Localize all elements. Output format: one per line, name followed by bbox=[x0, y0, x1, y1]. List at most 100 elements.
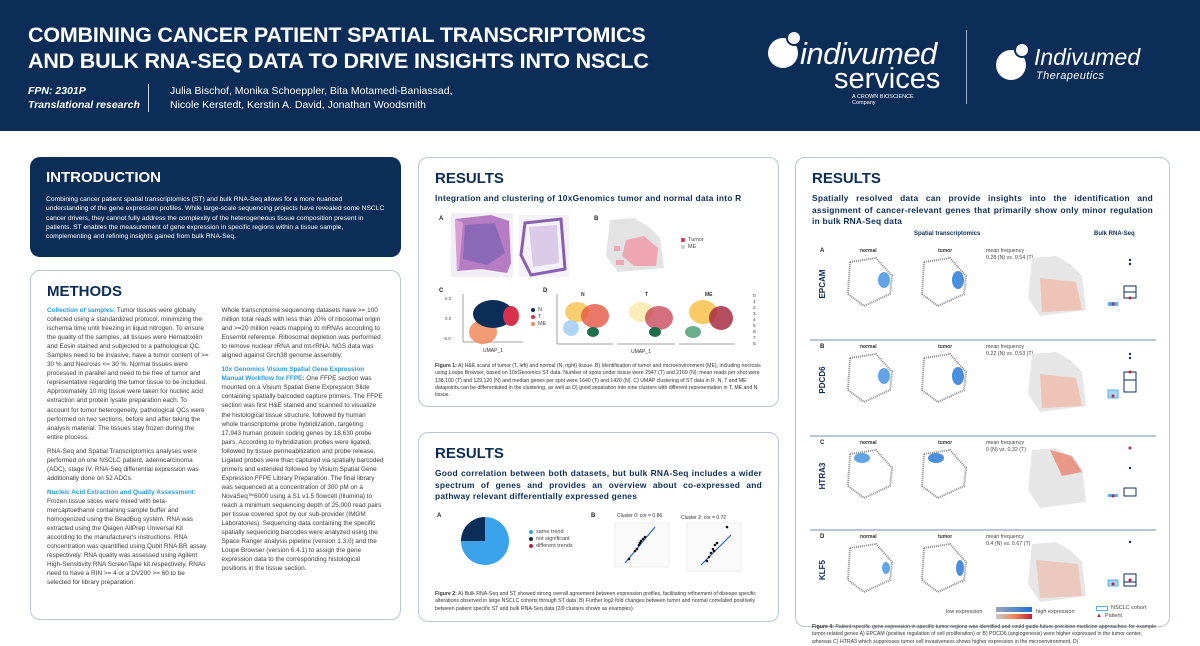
he-scan-normal-image bbox=[519, 215, 569, 277]
category-label: Translational research bbox=[28, 99, 140, 111]
umap-normal-plot bbox=[846, 448, 894, 500]
logo-word-services: services bbox=[834, 63, 941, 95]
boxplot-tpm bbox=[1107, 540, 1137, 587]
poster-title: COMBINING CANCER PATIENT SPATIAL TRANSCR… bbox=[28, 22, 649, 74]
authors: Julia Bischof, Monika Schoeppler, Bita M… bbox=[170, 84, 452, 112]
tissue-tumor-me-map-image bbox=[606, 218, 664, 272]
panel-label: A bbox=[820, 248, 825, 254]
svg-text:ME: ME bbox=[705, 292, 713, 298]
svg-text:5.0: 5.0 bbox=[445, 296, 452, 301]
mini-title-tumor: tumor bbox=[938, 248, 953, 254]
column-header-spatial: Spatial transcriptomics bbox=[914, 231, 981, 237]
caption-text: A) H&E scans of tumor (T, left) and norm… bbox=[435, 363, 761, 399]
umap-tumor-plot bbox=[920, 352, 968, 404]
mf-value: 0.28 (N) vs. 0.54 (T) bbox=[986, 255, 1034, 261]
umap-normal-plot bbox=[846, 352, 894, 404]
row-divider bbox=[810, 435, 1156, 437]
legend-label: same trend bbox=[536, 528, 564, 535]
row-divider bbox=[810, 529, 1156, 531]
mf-label: mean frequency bbox=[986, 534, 1024, 540]
pie-chart bbox=[461, 517, 509, 565]
mini-title-normal: normal bbox=[860, 344, 877, 350]
legend-label: T bbox=[538, 313, 542, 320]
legend-item-t: T bbox=[531, 313, 546, 320]
authors-line-2: Nicole Kerstedt, Kerstin A. David, Jonat… bbox=[170, 99, 427, 111]
methods-column-2: Whole transcriptome sequencing datasets … bbox=[222, 306, 385, 592]
panel-label-a: A bbox=[437, 513, 442, 519]
caption-label: Figure 4: bbox=[812, 624, 834, 630]
umap-c-legend: N T ME bbox=[531, 306, 546, 327]
legend-label: ME bbox=[688, 243, 697, 250]
paragraph-text: Whole transcriptome sequencing datasets … bbox=[221, 307, 381, 360]
logo-tagline: A CROWN BIOSCIENCE Company bbox=[852, 94, 914, 106]
poster-meta: FPN: 2301P Translational research bbox=[28, 84, 140, 112]
legend-low-expression: low expression bbox=[946, 609, 983, 615]
umap-c-plot: 5.0 0.0 -5.0 UMAP_1 bbox=[443, 294, 523, 354]
caption-label: Figure 1: bbox=[435, 363, 457, 369]
mini-title-tumor: tumor bbox=[938, 344, 953, 350]
pie-legend: same trend not significant different tre… bbox=[529, 528, 573, 549]
umap-d-cluster-legend: 0 1 2 3 4 5 6 7 8 bbox=[753, 294, 756, 348]
legend-item-me: ME bbox=[681, 243, 704, 250]
cohort-box-icon bbox=[1096, 605, 1108, 611]
panel-label-d: D bbox=[543, 288, 548, 294]
logo-word-indivumed: indivumed bbox=[800, 36, 937, 71]
introduction-panel: INTRODUCTION Combining cancer patient sp… bbox=[30, 157, 401, 257]
legend-patient: ▲Patient bbox=[1096, 613, 1122, 619]
mf-label: mean frequency bbox=[986, 440, 1024, 446]
title-line-2: AND BULK RNA-SEQ DATA TO DRIVE INSIGHTS … bbox=[28, 49, 649, 73]
different-trends-dot-icon bbox=[529, 543, 533, 548]
mf-value: 0.22 (N) vs. 0.53 (T) bbox=[986, 351, 1034, 357]
results-panel-spatial: RESULTS Spatially resolved data can prov… bbox=[795, 157, 1170, 645]
gene-name: EPCAM bbox=[818, 269, 827, 299]
logo-divider bbox=[966, 30, 967, 104]
logo-circle-small-icon bbox=[1014, 42, 1030, 58]
column-header-bulk: Bulk RNA-Seq bbox=[1094, 231, 1135, 237]
methods-column-1: Collection of samples: Tumor tissues wer… bbox=[47, 306, 210, 592]
umap-tumor-plot bbox=[920, 256, 968, 308]
not-significant-dot-icon bbox=[529, 536, 533, 541]
legend-label: Tumor bbox=[688, 236, 704, 243]
authors-line-1: Julia Bischof, Monika Schoeppler, Bita M… bbox=[170, 85, 453, 97]
legend-high-expression: high expression bbox=[1036, 609, 1075, 615]
paragraph-text: One FFPE section was mounted on a Visium… bbox=[221, 375, 384, 573]
he-scan-tumor-image bbox=[451, 213, 513, 277]
paragraph-text: Frozen tissue slices were mixed with bet… bbox=[47, 497, 207, 587]
cluster-label: 6 bbox=[753, 330, 756, 335]
t-dot-icon bbox=[531, 314, 535, 319]
n-dot-icon bbox=[531, 307, 535, 312]
methods-paragraph: Nucleic Acid Extraction and Quality Asse… bbox=[47, 488, 210, 588]
legend-label: not significant bbox=[536, 535, 570, 542]
results-heading: RESULTS bbox=[435, 170, 504, 187]
results-subtitle: Good correlation between both datasets, … bbox=[435, 468, 762, 501]
legend-item-different-trends: different trends bbox=[529, 542, 573, 549]
mini-title-normal: normal bbox=[860, 534, 877, 540]
paragraph-label: 10x Genomics Visium Spatial Gene Express… bbox=[221, 366, 365, 383]
spatial-expression-map bbox=[1028, 256, 1086, 316]
row-divider bbox=[810, 339, 1156, 341]
meta-divider bbox=[148, 84, 149, 112]
gene-name: PDCD6 bbox=[818, 366, 827, 394]
panel-label-b: B bbox=[591, 513, 596, 519]
svg-text:T: T bbox=[645, 292, 648, 298]
mini-title-normal: normal bbox=[860, 248, 877, 254]
legend-label: NSCLC cohort bbox=[1111, 605, 1147, 611]
indivumed-therapeutics-logo: Indivumed Therapeutics bbox=[996, 40, 1176, 100]
cluster-label: 1 bbox=[753, 300, 756, 305]
umap-normal-plot bbox=[846, 542, 894, 594]
caption-text: Patient-specific gene expression in spec… bbox=[812, 624, 1156, 645]
results-panel-correlation: RESULTS Good correlation between both da… bbox=[418, 432, 779, 622]
methods-paragraph: 10x Genomics Visium Spatial Gene Express… bbox=[222, 365, 385, 573]
mf-label: mean frequency bbox=[986, 248, 1024, 254]
legend-label: N bbox=[538, 306, 542, 313]
mf-label: mean frequency bbox=[986, 344, 1024, 350]
methods-paragraph: Whole transcriptome sequencing datasets … bbox=[222, 306, 385, 360]
results-heading: RESULTS bbox=[435, 445, 504, 462]
spatial-expression-map bbox=[1028, 352, 1086, 412]
boxplot-tpm bbox=[1108, 258, 1137, 306]
